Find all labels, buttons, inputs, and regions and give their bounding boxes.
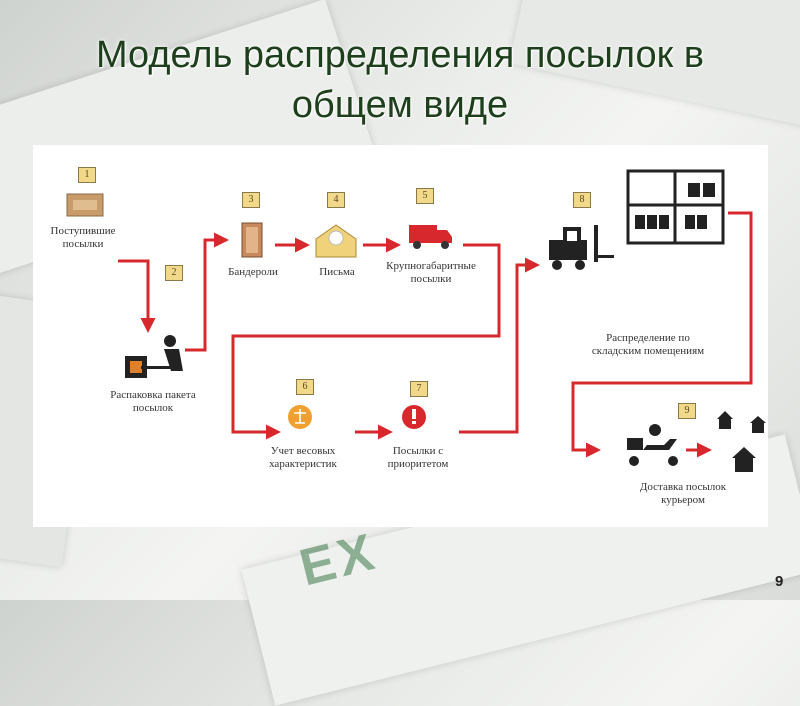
parcel-icon [66, 193, 104, 217]
scales-icon [288, 405, 312, 429]
step-label-oversized: Крупногабаритные посылки [386, 260, 476, 285]
home-icon [732, 447, 756, 472]
warehouse-shelves-icon [626, 169, 725, 245]
step-number: 4 [327, 192, 345, 208]
step-number: 1 [78, 167, 96, 183]
home-icon [717, 411, 733, 429]
step-label-priority: Посылки с приоритетом [387, 445, 449, 470]
arrow-8-9 [571, 211, 753, 458]
step-number: 2 [165, 265, 183, 281]
step-label-letters: Письма [319, 266, 355, 278]
step-label-warehouse: Распределение по складским помещениям [591, 332, 705, 357]
step-label-incoming: Поступившие посылки [50, 225, 116, 250]
worker-desk-icon [125, 335, 183, 378]
priority-icon [402, 405, 426, 429]
step-label-unpacking: Распаковка пакета посылок [110, 389, 196, 414]
package-icon [241, 222, 263, 258]
step-label-small-packets: Бандероли [228, 266, 278, 278]
step-number: 6 [296, 379, 314, 395]
flow-arrows [118, 211, 753, 458]
step-number: 7 [410, 381, 428, 397]
courier-scooter-icon [627, 424, 678, 466]
diagram-panel: 1 2 3 4 5 6 7 8 9 Поступившие посылки Ра… [33, 145, 768, 527]
slide-title: Модель распределения посылок в общем вид… [95, 34, 705, 126]
page-number: 9 [775, 573, 784, 590]
step-number: 5 [416, 188, 434, 204]
step-number: 3 [242, 192, 260, 208]
arrow-5-6 [231, 243, 501, 440]
home-icon [750, 416, 766, 433]
truck-icon [409, 225, 452, 249]
envelope-icon [315, 224, 357, 258]
step-number: 8 [573, 192, 591, 208]
arrow-2-3 [185, 232, 229, 352]
forklift-icon [549, 225, 614, 270]
step-number: 9 [678, 403, 696, 419]
arrow-1-2 [118, 259, 156, 333]
flow-diagram [66, 169, 766, 472]
arrow-7-8 [459, 257, 540, 434]
step-label-weight: Учет весовых характеристик [269, 445, 337, 470]
step-label-courier: Доставка посылок курьером [639, 481, 727, 506]
